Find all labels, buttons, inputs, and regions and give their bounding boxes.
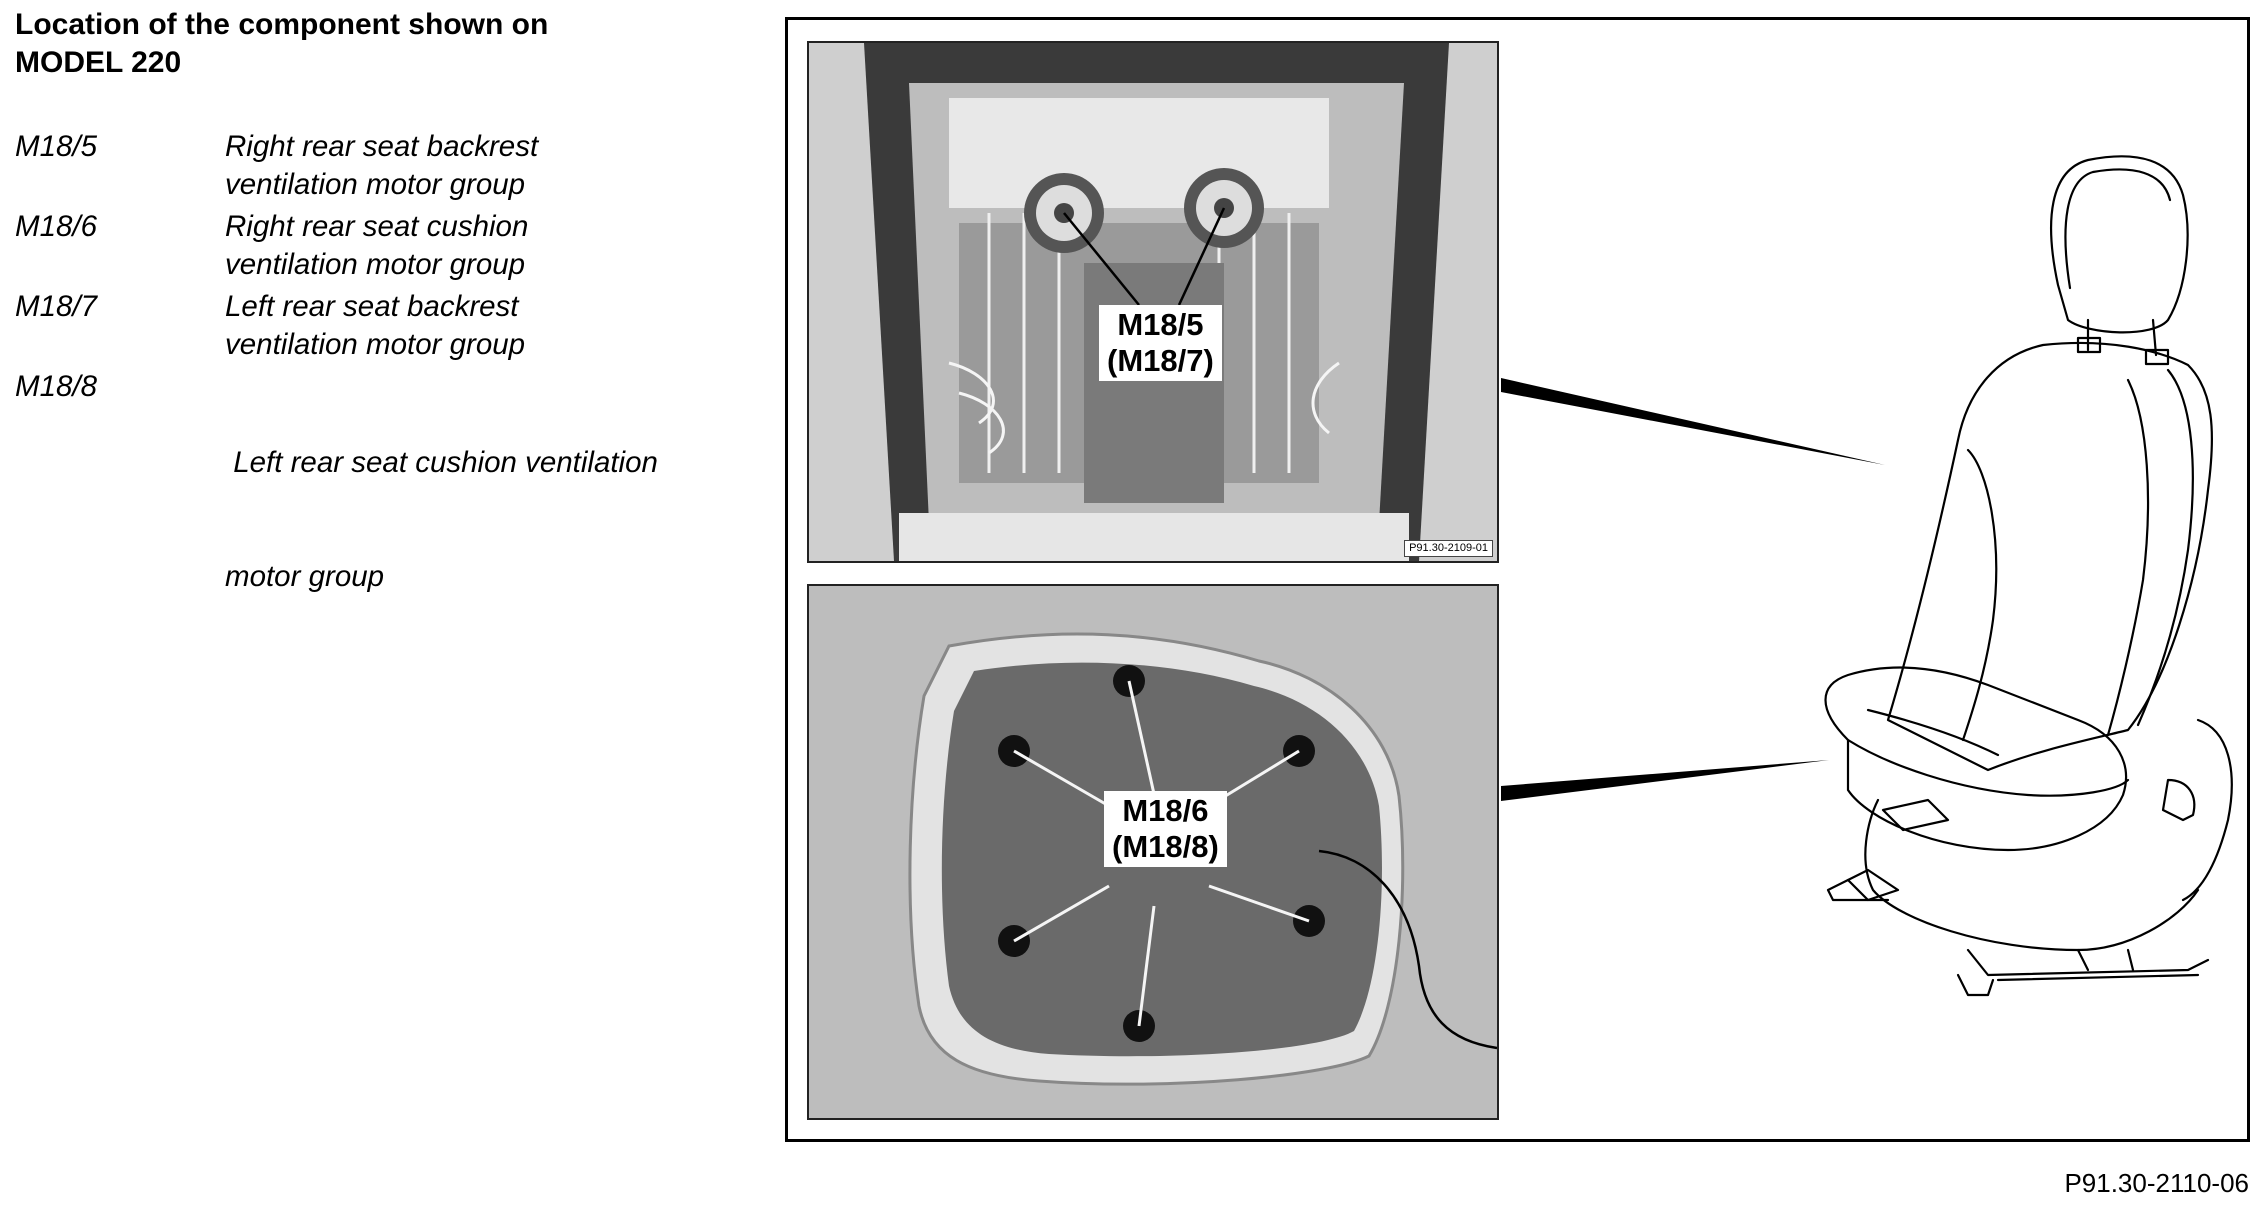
leader-line-cushion [1501,760,1829,801]
legend-item: M18/8 Left rear seat cushion ventilation… [15,368,735,593]
figure-id: P91.30-2110-06 [2064,1168,2249,1198]
legend-desc-line: ventilation motor group [225,328,526,361]
callout-line: M18/6 [1122,793,1209,828]
backrest-photo-image [809,43,1497,561]
component-legend: M18/5 Right rear seat backrest ventilati… [15,128,735,593]
title-line-2: MODEL 220 [15,46,182,79]
backrest-callout: M18/5 (M18/7) [1099,305,1222,381]
legend-code: M18/6 [15,210,97,243]
legend-item: M18/5 Right rear seat backrest ventilati… [15,128,735,208]
legend-desc-line: ventilation motor group [225,168,526,201]
title-line-1: Location of the component shown on [15,8,549,41]
callout-line: M18/5 [1117,307,1204,342]
page-title: Location of the component shown on MODEL… [15,6,548,82]
legend-desc-line: Left rear seat cushion ventilation [225,446,658,479]
seat-drawing [1501,155,2233,997]
legend-desc-line: Left rear seat backrest [225,290,519,323]
backrest-photo: M18/5 (M18/7) P91.30-2109-01 [807,41,1499,563]
legend-item: M18/7 Left rear seat backrest ventilatio… [15,288,735,368]
cushion-callout: M18/6 (M18/8) [1104,791,1227,867]
cushion-photo: M18/6 (M18/8) [807,584,1499,1120]
callout-line: (M18/7) [1107,343,1214,378]
leader-line-backrest [1501,378,1885,465]
figure-frame: M18/5 (M18/7) P91.30-2109-01 [785,17,2250,1142]
legend-desc-line: ventilation motor group [225,248,526,281]
legend-desc-line: Right rear seat cushion [225,210,529,243]
legend-item: M18/6 Right rear seat cushion ventilatio… [15,208,735,288]
photo-reference: P91.30-2109-01 [1404,540,1493,557]
legend-code: M18/7 [15,290,97,323]
legend-code: M18/8 [15,370,97,403]
legend-desc-line: Right rear seat backrest [225,130,539,163]
legend-desc-line: motor group [225,560,385,593]
callout-line: (M18/8) [1112,829,1219,864]
legend-code: M18/5 [15,130,97,163]
